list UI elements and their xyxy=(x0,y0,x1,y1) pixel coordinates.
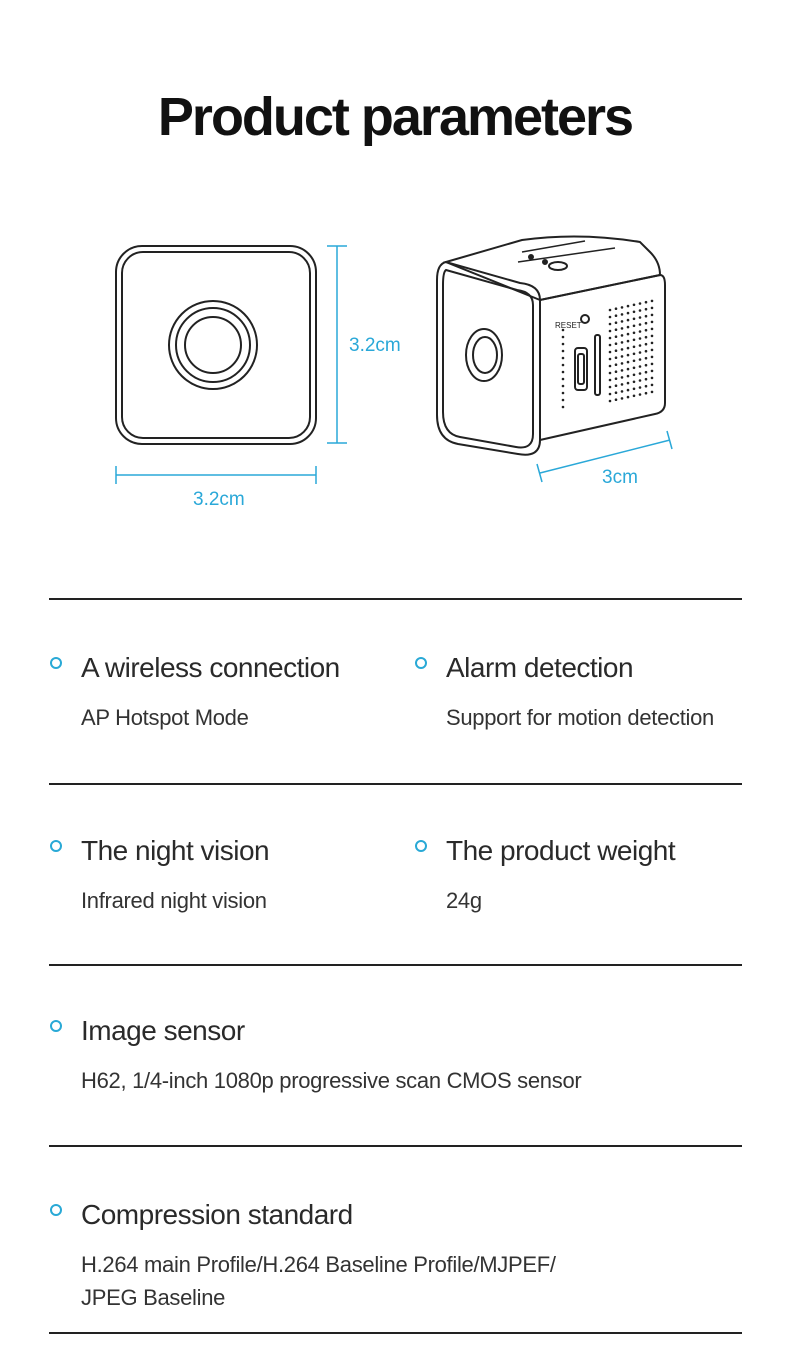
spec-wireless-connection: A wireless connection AP Hotspot Mode xyxy=(50,652,340,734)
divider xyxy=(49,783,742,785)
spec-title: Image sensor xyxy=(81,1015,245,1046)
front-height-dimension xyxy=(327,245,347,444)
front-height-label: 3.2cm xyxy=(349,335,401,356)
bullet-icon xyxy=(415,657,427,669)
product-dimension-diagram: 3.2cm 3.2cm RESET 3cm xyxy=(115,235,673,510)
side-view-camera xyxy=(436,235,666,456)
divider xyxy=(49,1332,742,1334)
divider xyxy=(49,964,742,966)
front-view-camera xyxy=(115,245,317,445)
front-width-label: 3.2cm xyxy=(193,489,245,510)
side-depth-label: 3cm xyxy=(602,467,638,488)
spec-compression-standard: Compression standard H.264 main Profile/… xyxy=(50,1199,621,1314)
spec-value: 24g xyxy=(446,888,482,913)
reset-label: RESET xyxy=(555,321,582,330)
side-depth-dimension xyxy=(536,430,673,483)
bullet-icon xyxy=(50,840,62,852)
divider xyxy=(49,598,742,600)
spec-value: Support for motion detection xyxy=(446,705,714,730)
front-width-dimension xyxy=(115,466,317,484)
spec-title: Alarm detection xyxy=(446,652,634,683)
bullet-icon xyxy=(50,657,62,669)
spec-image-sensor: Image sensor H62, 1/4-inch 1080p progres… xyxy=(50,1015,582,1097)
spec-value: AP Hotspot Mode xyxy=(81,705,249,730)
spec-value: H.264 main Profile/H.264 Baseline Profil… xyxy=(81,1252,556,1310)
spec-value: Infrared night vision xyxy=(81,888,267,913)
page-title: Product parameters xyxy=(157,87,634,147)
spec-value: H62, 1/4-inch 1080p progressive scan CMO… xyxy=(81,1068,582,1093)
bullet-icon xyxy=(50,1204,62,1216)
speaker-grille xyxy=(561,299,654,409)
spec-night-vision: The night vision Infrared night vision xyxy=(50,835,270,917)
spec-title: A wireless connection xyxy=(81,652,340,683)
spec-title: Compression standard xyxy=(81,1199,353,1230)
spec-alarm-detection: Alarm detection Support for motion detec… xyxy=(415,652,714,734)
spec-title: The night vision xyxy=(81,835,270,866)
bullet-icon xyxy=(50,1020,62,1032)
spec-title: The product weight xyxy=(446,835,676,866)
divider xyxy=(49,1145,742,1147)
bullet-icon xyxy=(415,840,427,852)
spec-product-weight: The product weight 24g xyxy=(415,835,676,917)
